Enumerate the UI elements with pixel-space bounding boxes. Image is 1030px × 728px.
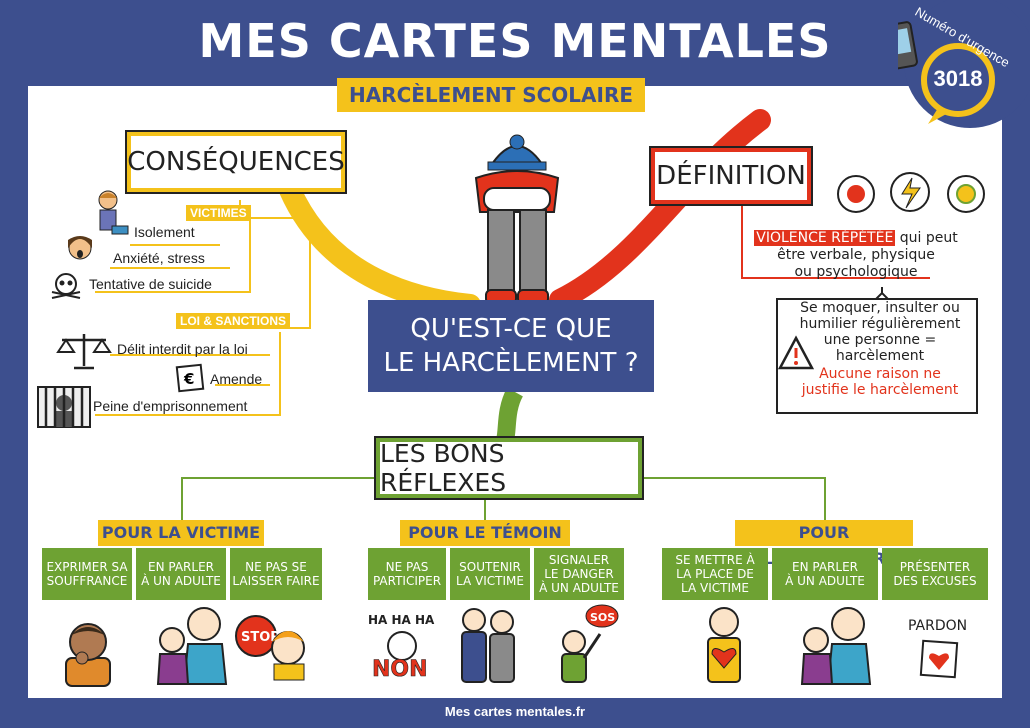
victim-item-isolation: Isolement [134,224,195,240]
haha-label: HA HA HA [368,613,435,627]
crouching-child-icon [474,134,560,305]
victim-item-suicide: Tentative de suicide [89,276,212,292]
center-line-1: QU'EST-CE QUE [410,314,612,344]
definition-text-3: ou psychologique [794,264,918,280]
definition-highlight: VIOLENCE RÉPÉTÉE [754,230,896,246]
prison-icon [37,386,91,428]
center-question: QU'EST-CE QUE LE HARCÈLEMENT ? [368,300,654,392]
talking-adult-icon-2 [800,607,872,685]
page-subtitle: HARCÈLEMENT SCOLAIRE [337,78,645,112]
definition-warning-2: justifie le harcèlement [801,382,959,398]
stop-sign-icon: STOP [235,615,305,681]
law-tag: LOI & SANCTIONS [176,313,291,329]
pardon-label: PARDON [908,618,968,634]
center-line-2: LE HARCÈLEMENT ? [383,348,639,378]
non-label: NON [372,657,428,682]
definition-note-3: une personne = [823,332,937,348]
law-item-prison: Peine d'emprisonnement [93,398,248,414]
definition-title: DÉFINITION [649,146,813,206]
sad-child-icon [98,190,129,235]
definition-note-card [776,298,978,414]
skull-icon [51,273,81,299]
euro-note-icon: € [175,363,205,393]
law-item-delit: Délit interdit par la loi [117,341,248,357]
page-title: MES CARTES MENTALES [198,14,832,68]
definition-note-2: humilier régulièrement [799,316,961,332]
definition-warning-1: Aucune raison ne [819,366,941,382]
definition-note-4: harcèlement [835,348,925,364]
euro-symbol: € [183,370,194,388]
laughing-icon: HA HA HA NON [368,613,435,682]
definition-note-1: Se moquer, insulter ou [800,300,960,316]
footer-link[interactable]: Mes cartes mentales.fr [444,704,586,719]
warning-icon [777,335,815,370]
support-icon [461,608,515,683]
group-title-witness: POUR LE TÉMOIN [400,520,570,546]
heart-note-icon [919,639,959,679]
stop-label: STOP [241,630,280,645]
talking-adult-icon [156,607,228,685]
group-title-victim: POUR LA VICTIME [98,520,264,546]
definition-note: Se moquer, insulter ou humilier régulièr… [790,300,970,398]
victims-tag: VICTIMES [186,205,251,221]
emergency-badge: Numéro d'urgence 3018 [898,0,1030,130]
heart-boy-icon [707,607,741,683]
victim-item-anxiety: Anxiété, stress [113,250,205,266]
violence-icons [837,172,985,213]
sos-label: SOS [590,611,615,624]
anxious-girl-icon [68,236,92,260]
consequences-title: CONSÉQUENCES [125,130,347,194]
group-title-aggressor: POUR L'AGRESSEUR [735,520,913,568]
definition-text: VIOLENCE RÉPÉTÉE qui peut être verbale, … [746,230,966,281]
scales-icon [56,334,112,370]
worried-child-icon [65,623,111,687]
definition-text-2: être verbale, physique [777,247,935,263]
law-item-amende: Amende [210,371,263,387]
emergency-number: 3018 [933,66,983,91]
sos-icon: SOS [561,604,619,683]
reflexes-title: LES BONS RÉFLEXES [374,436,644,500]
definition-text-1: qui peut [895,230,958,246]
emergency-circle-icon [898,0,1030,128]
